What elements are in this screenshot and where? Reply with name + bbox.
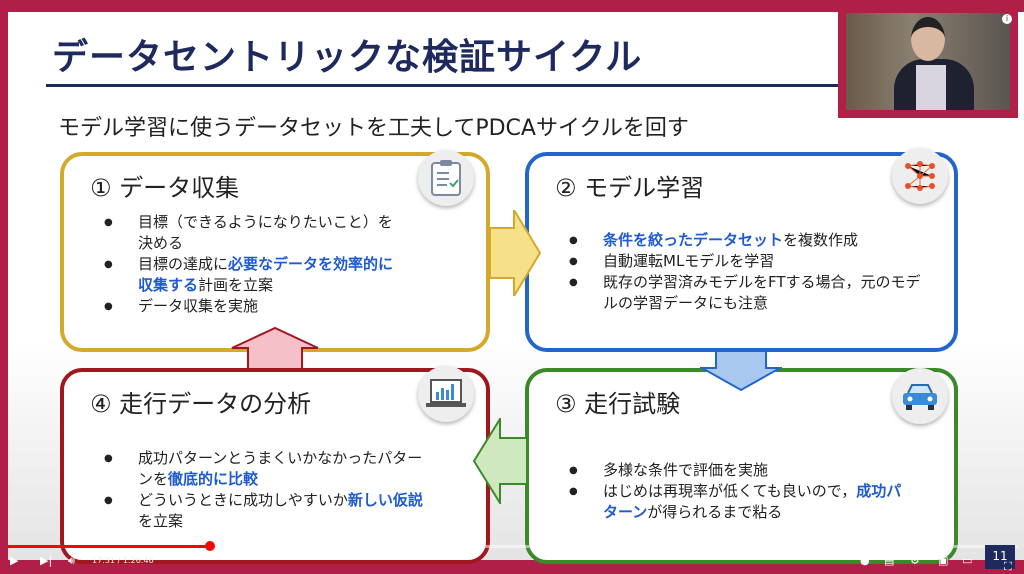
next-icon[interactable]: ▶|: [40, 554, 53, 567]
list-item: 多様な条件で評価を実施: [569, 460, 909, 481]
slide-title: データセントリックな検証サイクル: [52, 37, 643, 78]
slide-page-number: 11: [985, 545, 1015, 569]
list-item: 目標の達成に必要なデータを効率的に収集する計画を立案: [104, 254, 404, 296]
step-model-training: ② モデル学習 条件を絞ったデータセットを複数作成 自動運転MLモデルを学習 既…: [525, 152, 958, 352]
autoplay-toggle[interactable]: ●: [860, 554, 870, 567]
step-heading: ① データ収集: [90, 174, 240, 202]
step-heading: ③ 走行試験: [555, 390, 681, 418]
time-display: 17:31 / 1:26:46: [92, 556, 154, 565]
play-icon[interactable]: ▶: [10, 554, 19, 567]
list-item: 目標（できるようになりたいこと）を決める: [104, 212, 404, 254]
list-item: はじめは再現率が低くても良いので，成功パターンが得られるまで粘る: [569, 481, 909, 523]
list-item: どういうときに成功しやすいか新しい仮説を立案: [104, 490, 434, 532]
laptop-chart-icon: [418, 366, 474, 422]
info-icon[interactable]: i: [1002, 14, 1012, 24]
list-item: 自動運転MLモデルを学習: [569, 251, 929, 272]
scrubber-handle[interactable]: [205, 541, 215, 551]
theater-mode-icon[interactable]: ▭: [962, 554, 973, 567]
neural-network-icon: [892, 148, 948, 204]
arrow-left-icon: [472, 418, 528, 504]
list-item: 成功パターンとうまくいかなかったパターンを徹底的に比較: [104, 448, 434, 490]
volume-icon[interactable]: 🔊︎: [68, 554, 75, 567]
step-driving-test: ③ 走行試験 多様な条件で評価を実施 はじめは再現率が低くても良いので，成功パタ…: [525, 368, 958, 564]
clipboard-icon: [418, 150, 474, 206]
step-heading: ② モデル学習: [555, 174, 705, 202]
arrow-up-icon: [231, 326, 319, 370]
car-icon: [892, 368, 948, 424]
title-divider: [46, 84, 846, 87]
subtitles-icon[interactable]: ▤: [884, 554, 895, 567]
progress-bar[interactable]: [8, 545, 1018, 548]
slide-subtitle: モデル学習に使うデータセットを工夫してPDCAサイクルを回す: [58, 116, 689, 141]
fullscreen-icon[interactable]: ⛶: [1004, 560, 1012, 573]
list-item: データ収集を実施: [104, 296, 404, 317]
step-heading: ④ 走行データの分析: [90, 390, 312, 418]
arrow-right-icon: [490, 210, 542, 296]
arrow-down-icon: [700, 350, 782, 392]
miniplayer-icon[interactable]: ▣: [938, 554, 949, 567]
list-item: 既存の学習済みモデルをFTする場合，元のモデルの学習データにも注意: [569, 272, 929, 314]
settings-gear-icon[interactable]: ⚙: [910, 554, 920, 567]
list-item: 条件を絞ったデータセットを複数作成: [569, 230, 929, 251]
webcam-overlay: i: [838, 10, 1018, 118]
